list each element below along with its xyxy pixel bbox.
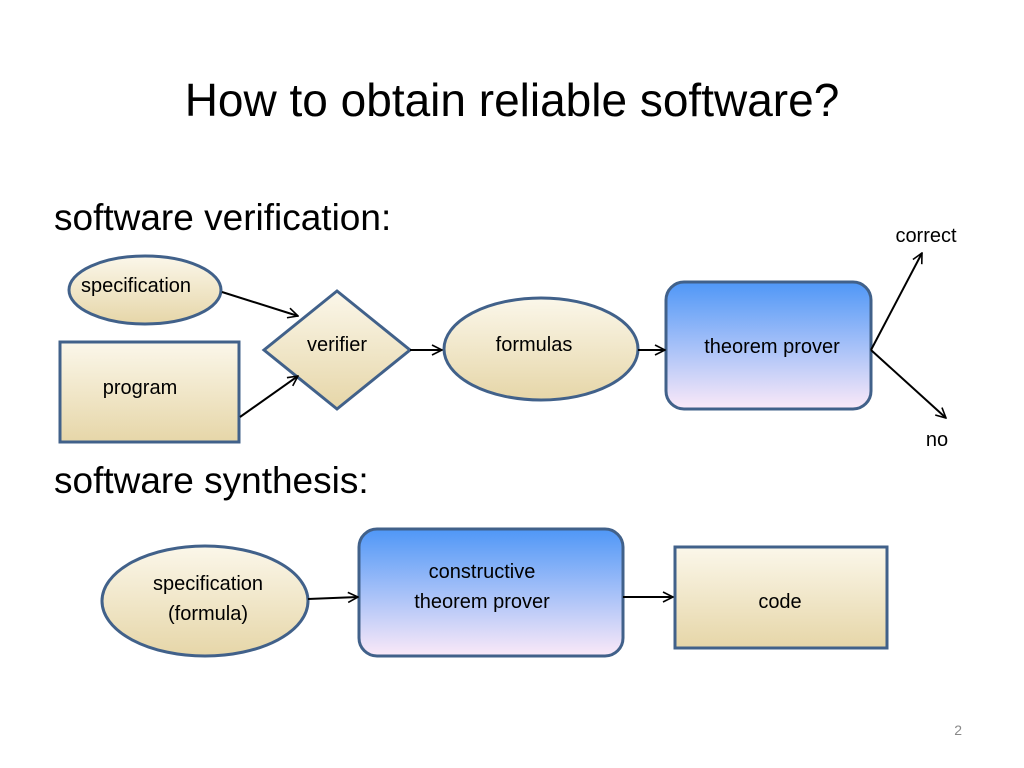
code-label: code [758, 591, 802, 613]
constructive-label: constructive [428, 561, 536, 583]
arrow-program-to-verifier [239, 376, 298, 418]
program-box [58, 340, 241, 444]
arrow-spec-to-verifier [221, 291, 298, 316]
synthesis-specification-ellipse [100, 544, 310, 658]
synthesis-formula-label: (formula) [167, 603, 248, 625]
formulas-label: formulas [495, 334, 573, 356]
constructive-prover-label: theorem prover [414, 591, 550, 613]
page-number: 2 [954, 722, 962, 738]
specification-ellipse [67, 254, 223, 326]
code-box [673, 545, 889, 650]
verifier-diamond [261, 289, 413, 411]
slide-title: How to obtain reliable software? [184, 74, 840, 126]
verifier-label: verifier [306, 334, 367, 356]
program-label: program [102, 377, 178, 399]
theorem-prover-box [664, 280, 873, 411]
synthesis-heading: software synthesis: [54, 460, 369, 501]
synthesis-specification-label: specification [152, 573, 264, 595]
correct-label: correct [895, 225, 957, 247]
arrow-prover-to-no [870, 349, 946, 418]
no-label: no [925, 429, 949, 451]
verification-heading: software verification: [54, 197, 392, 238]
arrow-spec-to-constructive-prover [307, 597, 358, 599]
theorem-prover-label: theorem prover [704, 336, 840, 358]
specification-label: specification [80, 275, 192, 297]
arrow-prover-to-correct [870, 253, 923, 351]
